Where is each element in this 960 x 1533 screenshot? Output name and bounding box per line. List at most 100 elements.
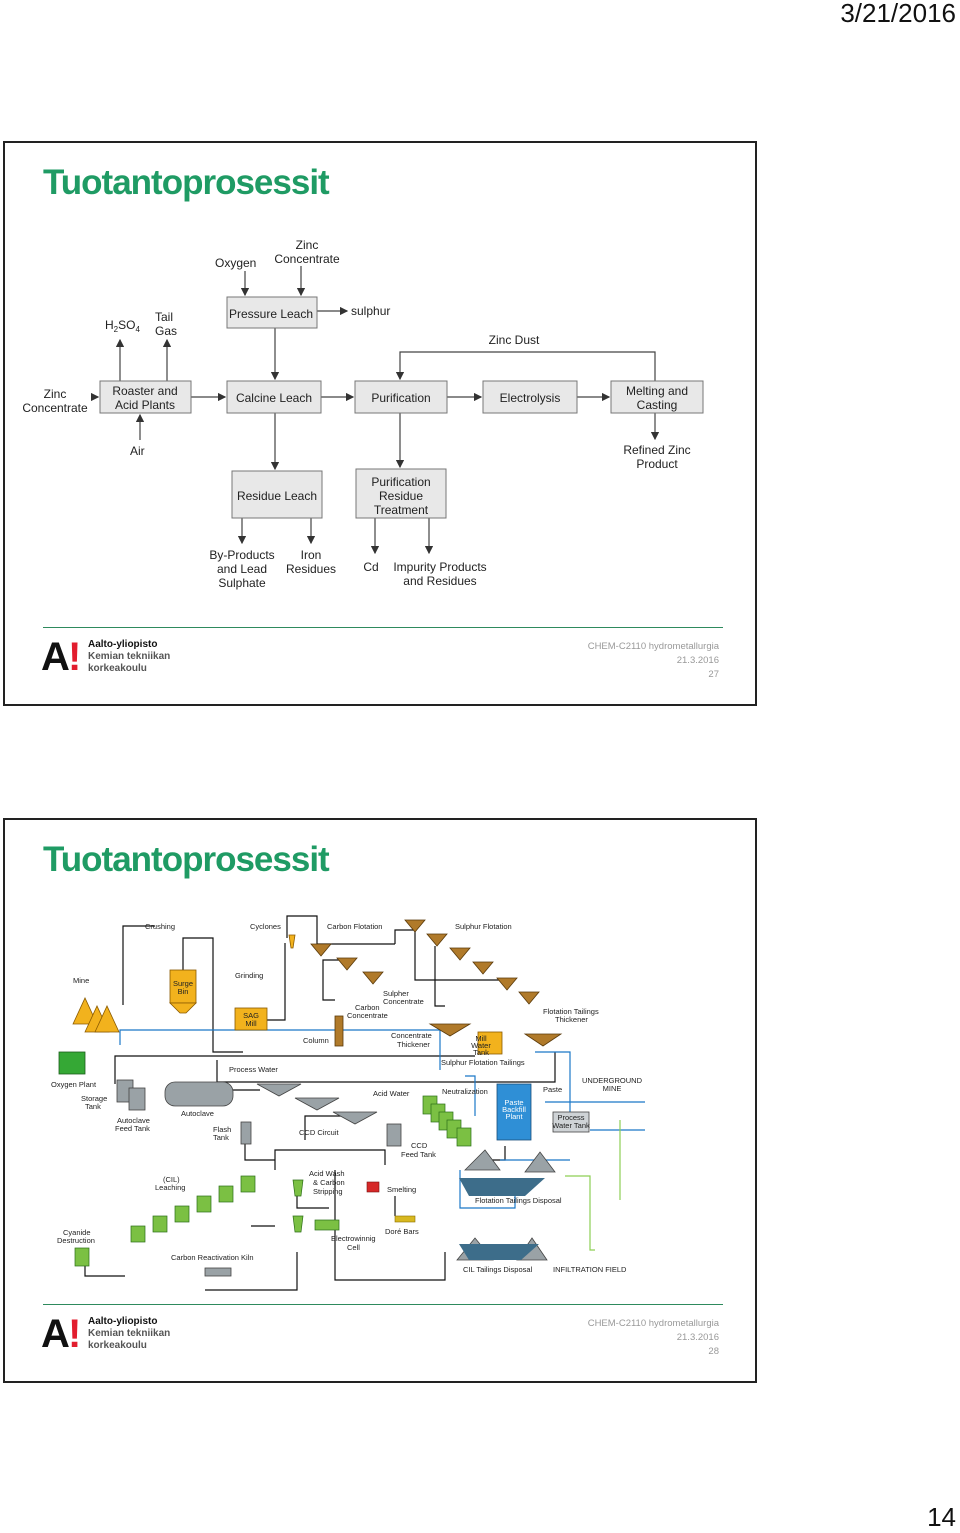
autoclave-feed-tank-label: Autoclave — [117, 1116, 150, 1125]
electrolysis-label: Electrolysis — [500, 391, 561, 405]
slide-28: Tuotantoprosessit — [3, 818, 757, 1383]
electrowinning-cell-label: Electrowinnig — [331, 1234, 376, 1243]
slide-date: 21.3.2016 — [676, 1332, 719, 1343]
air-label: Air — [130, 444, 145, 458]
svg-text:Gas: Gas — [155, 324, 177, 338]
roaster-box-label: Roaster and — [112, 384, 177, 398]
svg-text:Residues: Residues — [286, 562, 336, 576]
svg-text:Destruction: Destruction — [57, 1236, 95, 1245]
svg-text:Sulphate: Sulphate — [218, 576, 266, 590]
svg-text:MINE: MINE — [603, 1084, 622, 1093]
svg-text:Plant: Plant — [505, 1112, 523, 1121]
neutralization-label: Neutralization — [442, 1087, 488, 1096]
svg-text:Water: Water — [471, 1041, 491, 1050]
residue-leach-label: Residue Leach — [237, 489, 317, 503]
purification-label: Purification — [371, 391, 430, 405]
process-water-label: Process Water — [229, 1065, 278, 1074]
slide-title: Tuotantoprosessit — [43, 840, 330, 879]
smelting-label: Smelting — [387, 1185, 416, 1194]
slide-title: Tuotantoprosessit — [43, 163, 330, 202]
zinc-concentrate-top: Zinc — [296, 238, 319, 252]
svg-text:Water Tank: Water Tank — [552, 1121, 590, 1130]
svg-text:Concentrate: Concentrate — [22, 401, 88, 415]
svg-text:Thickener: Thickener — [555, 1015, 588, 1024]
pressure-leach-label: Pressure Leach — [229, 307, 313, 321]
svg-text:Feed Tank: Feed Tank — [401, 1150, 436, 1159]
flotation-tailings-disposal-label: Flotation Tailings Disposal — [475, 1196, 562, 1205]
svg-text:Mill: Mill — [245, 1019, 257, 1028]
aalto-logo: A! Aalto-yliopisto Kemian tekniikan kork… — [41, 1312, 171, 1356]
sulphur-label: sulphur — [351, 304, 390, 318]
process-water-tank-label: Process — [557, 1113, 584, 1122]
acid-water-label: Acid Water — [373, 1089, 410, 1098]
svg-text:Cell: Cell — [347, 1243, 360, 1252]
svg-text:Bin: Bin — [178, 987, 189, 996]
slide-27: Tuotantoprosessit — [3, 141, 757, 706]
zinc-dust-label: Zinc Dust — [489, 333, 540, 347]
melting-casting-label: Melting and — [626, 384, 688, 398]
zinc-concentrate-input: Zinc — [44, 387, 67, 401]
calcine-leach-label: Calcine Leach — [236, 391, 312, 405]
svg-text:Tank: Tank — [85, 1102, 101, 1111]
storage-tank-label: Storage — [81, 1094, 107, 1103]
slide-number: 28 — [708, 1346, 719, 1357]
purification-residue-label: Purification — [371, 475, 430, 489]
svg-text:and Residues: and Residues — [403, 574, 476, 588]
slide-footer: CHEM-C2110 hydrometallurgia 21.3.2016 27 — [588, 640, 719, 682]
svg-text:Leaching: Leaching — [155, 1183, 185, 1192]
svg-text:Acid Plants: Acid Plants — [115, 398, 175, 412]
svg-text:Product: Product — [636, 457, 678, 471]
svg-text:Treatment: Treatment — [374, 503, 429, 517]
svg-text:Tank: Tank — [473, 1048, 489, 1057]
grinding-label: Grinding — [235, 971, 263, 980]
svg-text:Concentrate: Concentrate — [274, 252, 340, 266]
slide-date: 21.3.2016 — [676, 655, 719, 666]
dore-bars-label: Doré Bars — [385, 1227, 419, 1236]
tail-gas-label: Tail — [155, 310, 173, 324]
cd-label: Cd — [363, 560, 378, 574]
carbon-flotation-label: Carbon Flotation — [327, 922, 382, 931]
footer-divider — [43, 627, 723, 628]
column-label: Column — [303, 1036, 329, 1045]
svg-text:Backfill: Backfill — [502, 1105, 526, 1114]
crushing-label: Crushing — [145, 922, 175, 931]
infiltration-field-label: INFILTRATION FIELD — [553, 1265, 627, 1274]
print-header-date: 3/21/2016 — [840, 0, 956, 28]
svg-text:Thickener: Thickener — [397, 1040, 430, 1049]
paste-label: Paste — [543, 1085, 562, 1094]
paste-backfill-plant-label: Paste — [504, 1098, 523, 1107]
mine-label: Mine — [73, 976, 89, 985]
svg-text:Residue: Residue — [379, 489, 423, 503]
refined-zinc-label: Refined Zinc — [623, 443, 690, 457]
by-products-label: By-Products — [209, 548, 274, 562]
ccd-circuit-label: CCD Circuit — [299, 1128, 340, 1137]
oxygen-label: Oxygen — [215, 256, 256, 270]
acid-wash-label: Acid Wash — [309, 1169, 345, 1178]
cyclones-label: Cyclones — [250, 922, 281, 931]
slide-footer: CHEM-C2110 hydrometallurgia 21.3.2016 28 — [588, 1317, 719, 1359]
sulphur-flotation-tailings-label: Sulphur Flotation Tailings — [441, 1058, 525, 1067]
slide-number: 27 — [708, 669, 719, 680]
page-number: 14 — [927, 1502, 956, 1532]
aalto-logo: A! Aalto-yliopisto Kemian tekniikan kork… — [41, 635, 171, 679]
svg-text:Tank: Tank — [213, 1133, 229, 1142]
svg-text:Feed Tank: Feed Tank — [115, 1124, 150, 1133]
sulpher-concentrate-label: Sulpher — [383, 989, 409, 998]
iron-residues-label: Iron — [301, 548, 322, 562]
svg-text:Concentrate: Concentrate — [347, 1011, 388, 1020]
carbon-reactivation-kiln-label: Carbon Reactivation Kiln — [171, 1253, 254, 1262]
svg-text:& Carbon: & Carbon — [313, 1178, 345, 1187]
oxygen-plant-label: Oxygen Plant — [51, 1080, 97, 1089]
flash-tank-label: Flash — [213, 1125, 231, 1134]
h2so4-label: H2SO4 — [105, 318, 140, 334]
course-code: CHEM-C2110 hydrometallurgia — [587, 1318, 719, 1329]
cil-leaching-label: (CIL) — [163, 1175, 180, 1184]
svg-text:Stripping: Stripping — [313, 1187, 343, 1196]
course-code: CHEM-C2110 hydrometallurgia — [587, 641, 719, 652]
svg-text:Casting: Casting — [637, 398, 678, 412]
svg-text:and Lead: and Lead — [217, 562, 267, 576]
mill-water-tank-label: Mill — [475, 1034, 487, 1043]
svg-text:Concentrate: Concentrate — [383, 997, 424, 1006]
flotation-tailings-thickener-label: Flotation Tailings — [543, 1007, 599, 1016]
cil-tailings-disposal-label: CIL Tailings Disposal — [463, 1265, 533, 1274]
